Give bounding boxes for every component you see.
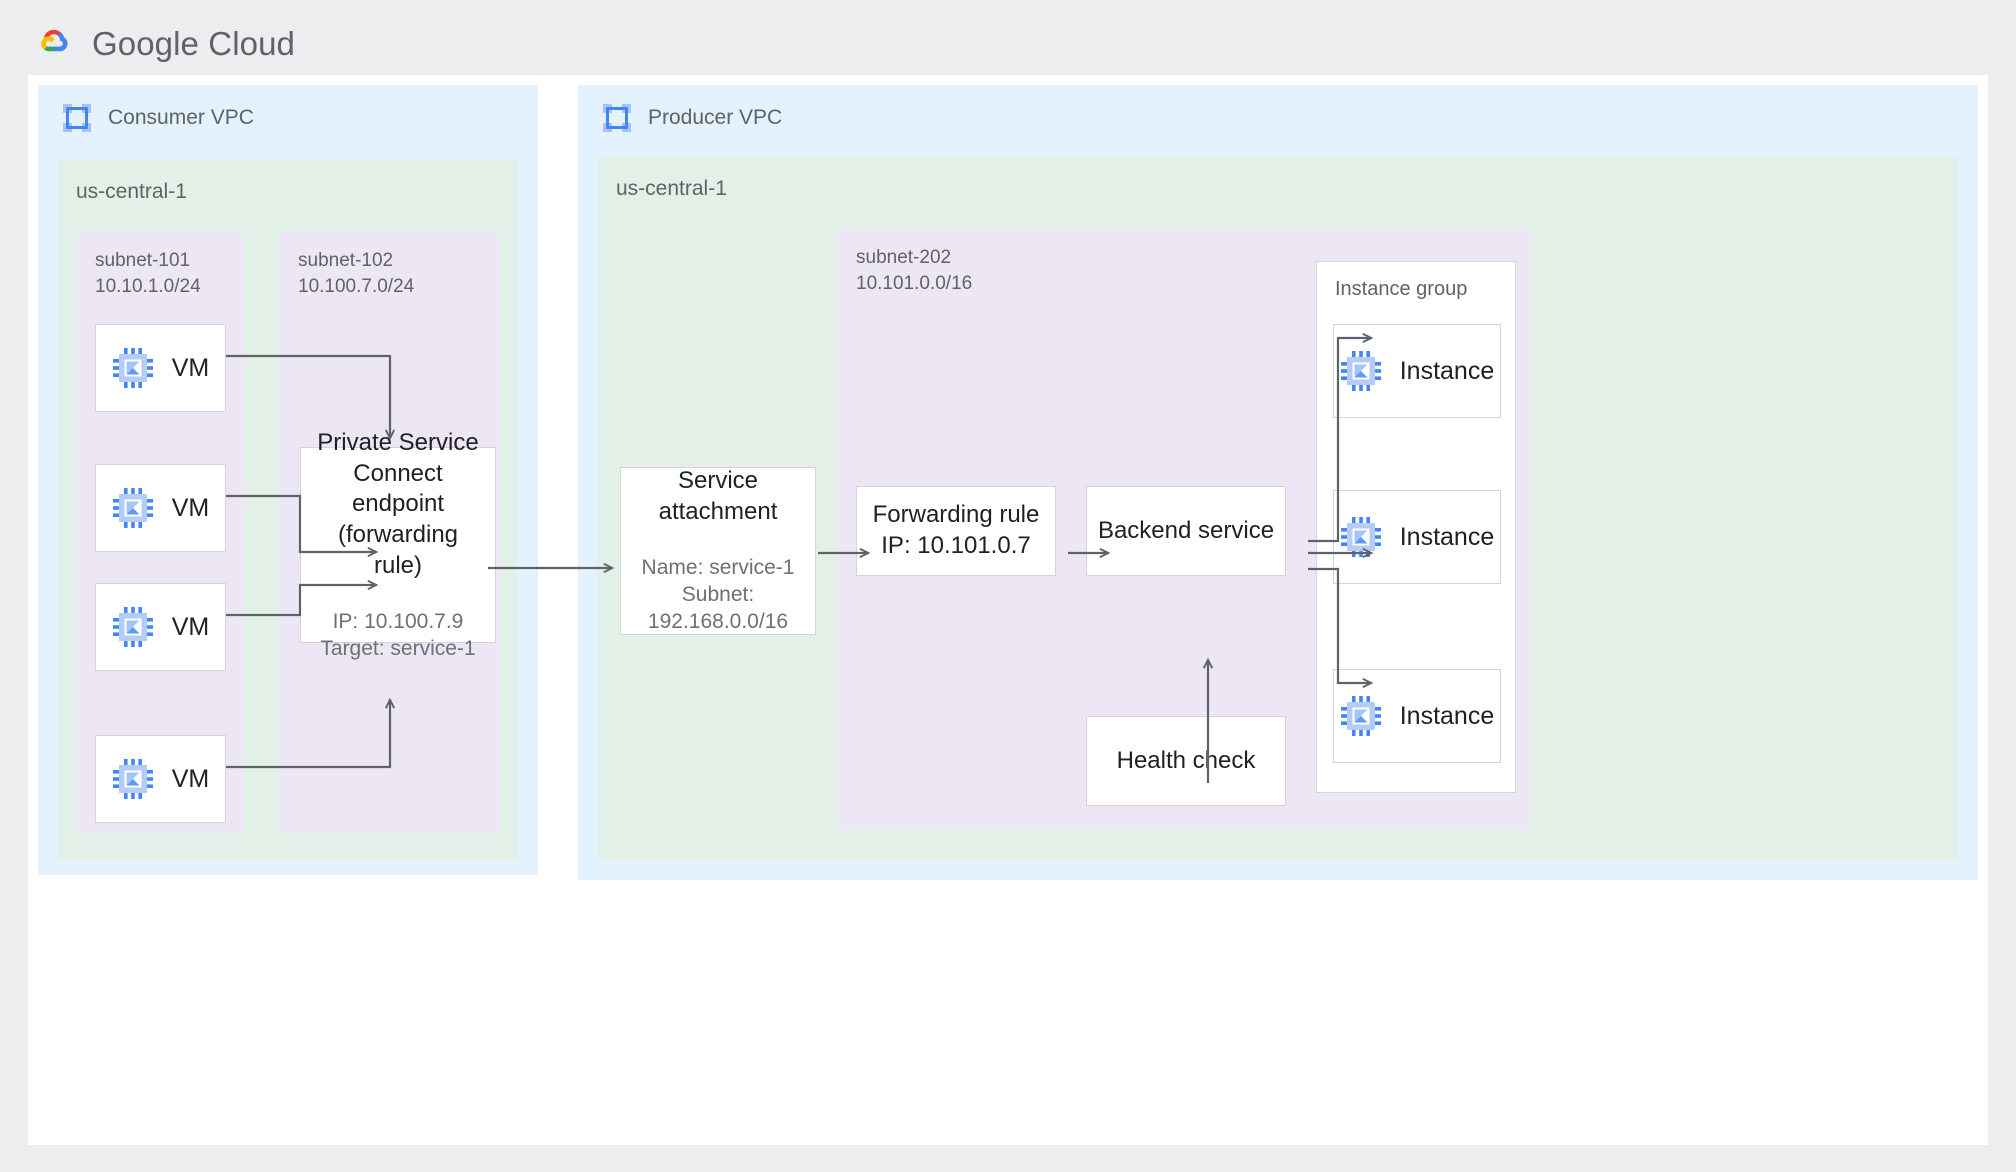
instance-group: Instance group bbox=[1316, 261, 1516, 793]
vm-chip-icon bbox=[112, 607, 153, 647]
consumer-region: us-central-1 subnet-101 10.10.1.0/24 bbox=[58, 160, 518, 860]
producer-vpc-label: Producer VPC bbox=[648, 106, 783, 129]
consumer-vm-3-label: VM bbox=[171, 613, 210, 641]
vm-chip-icon bbox=[1340, 517, 1381, 557]
vm-chip-icon bbox=[112, 759, 153, 799]
subnet-101: subnet-101 10.10.1.0/24 bbox=[77, 232, 244, 834]
health-check-title: Health check bbox=[1116, 746, 1256, 774]
subnet-101-label: subnet-101 10.10.1.0/24 bbox=[95, 250, 201, 297]
consumer-vpc-label: Consumer VPC bbox=[108, 106, 254, 129]
subnet-102-label: subnet-102 10.100.7.0/24 bbox=[298, 250, 415, 297]
forwarding-rule-title: Forwarding rule IP: 10.101.0.7 bbox=[872, 501, 1040, 559]
consumer-vm-2[interactable]: VM bbox=[95, 464, 226, 552]
instance-3[interactable]: Instance bbox=[1333, 669, 1501, 763]
vm-chip-icon bbox=[1340, 696, 1381, 736]
instance-1-label: Instance bbox=[1399, 357, 1495, 385]
google-cloud-logo-icon bbox=[41, 29, 68, 52]
psc-endpoint-details: IP: 10.100.7.9 Target: service-1 bbox=[320, 609, 476, 660]
service-attachment[interactable]: Service attachment Name: service-1 Subne… bbox=[620, 467, 816, 635]
consumer-vm-1[interactable]: VM bbox=[95, 324, 226, 412]
consumer-vm-2-label: VM bbox=[171, 494, 210, 522]
service-attachment-details: Name: service-1 Subnet: 192.168.0.0/16 bbox=[641, 555, 795, 634]
service-attachment-title: Service attachment bbox=[658, 467, 778, 526]
instance-3-label: Instance bbox=[1399, 702, 1495, 730]
producer-region-label: us-central-1 bbox=[616, 177, 727, 200]
psc-endpoint-title: Private Service Connect endpoint (forwar… bbox=[317, 428, 479, 579]
instance-2-label: Instance bbox=[1399, 523, 1495, 551]
subnet-202-label: subnet-202 10.101.0.0/16 bbox=[856, 247, 973, 294]
backend-service-title: Backend service bbox=[1097, 516, 1275, 544]
consumer-vm-3[interactable]: VM bbox=[95, 583, 226, 671]
diagram-panel: Consumer VPC us-central-1 subnet-101 10.… bbox=[28, 75, 1988, 1145]
consumer-vpc: Consumer VPC us-central-1 subnet-101 10.… bbox=[38, 85, 538, 875]
psc-endpoint[interactable]: Private Service Connect endpoint (forwar… bbox=[300, 429, 496, 660]
brand-wordmark: Google Cloud bbox=[92, 25, 296, 62]
consumer-region-label: us-central-1 bbox=[76, 180, 187, 203]
instance-1[interactable]: Instance bbox=[1333, 324, 1501, 418]
health-check[interactable]: Health check bbox=[1086, 716, 1286, 806]
instance-group-label: Instance group bbox=[1335, 278, 1468, 300]
subnet-202: subnet-202 10.101.0.0/16 Forwarding rule… bbox=[838, 229, 1530, 829]
vm-chip-icon bbox=[112, 488, 153, 528]
vpc-network-icon bbox=[63, 104, 91, 132]
subnet-102: subnet-102 10.100.7.0/24 Private Service… bbox=[280, 232, 500, 834]
producer-region: us-central-1 Service attachment Name: se… bbox=[598, 157, 1958, 860]
consumer-vpc-header: Consumer VPC bbox=[60, 101, 254, 135]
vm-chip-icon bbox=[1340, 351, 1381, 391]
consumer-vm-4[interactable]: VM bbox=[95, 735, 226, 823]
forwarding-rule[interactable]: Forwarding rule IP: 10.101.0.7 bbox=[856, 486, 1056, 576]
vm-chip-icon bbox=[112, 348, 153, 388]
brand-header: Google Cloud bbox=[28, 22, 295, 66]
producer-vpc-header: Producer VPC bbox=[600, 101, 782, 135]
backend-service[interactable]: Backend service bbox=[1086, 486, 1286, 576]
consumer-vm-1-label: VM bbox=[171, 354, 210, 382]
consumer-vm-4-label: VM bbox=[171, 765, 210, 793]
producer-vpc: Producer VPC us-central-1 Service attach… bbox=[578, 85, 1978, 880]
vpc-network-icon bbox=[603, 104, 631, 132]
instance-2[interactable]: Instance bbox=[1333, 490, 1501, 584]
